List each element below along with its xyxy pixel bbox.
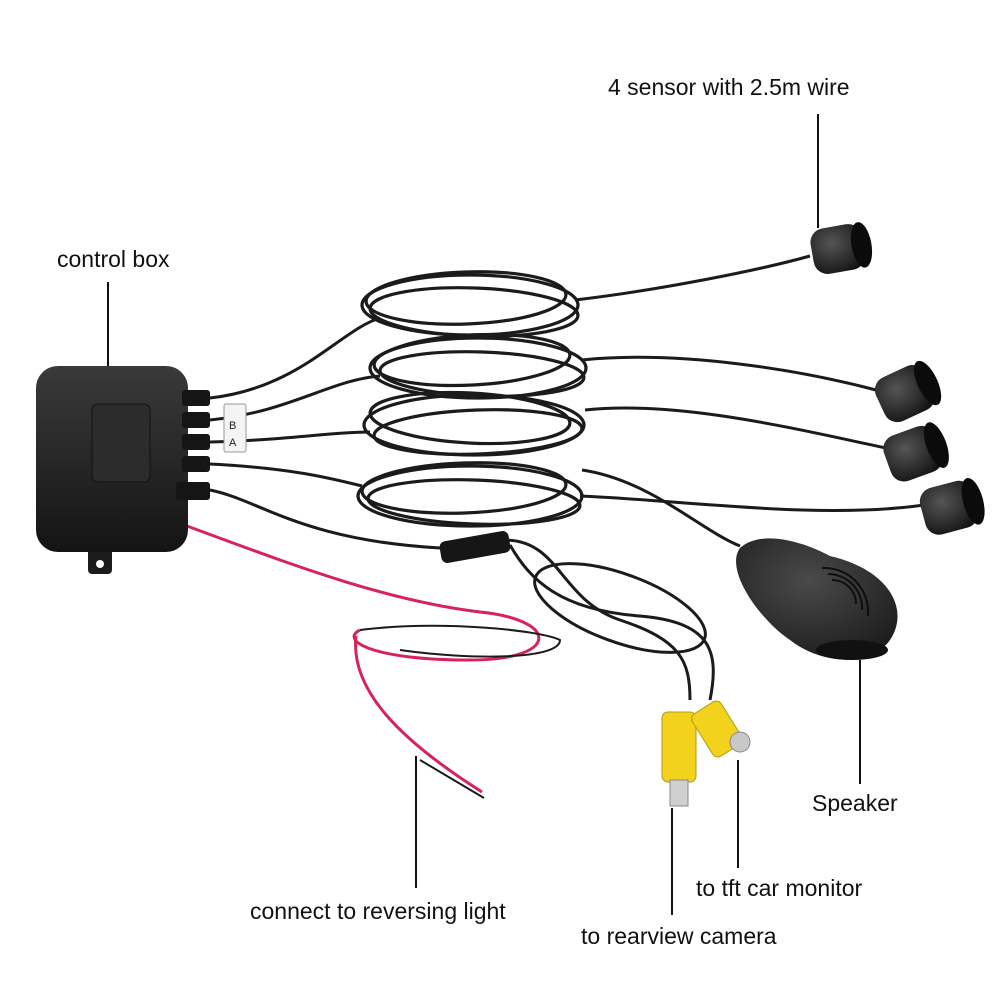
cable-coil (366, 478, 582, 526)
sensor-cable (581, 355, 877, 392)
cable-coil (368, 390, 572, 446)
port-connector (176, 482, 210, 500)
cable-coil (360, 461, 568, 515)
speaker-label: Speaker (812, 790, 898, 816)
port-connector (182, 390, 210, 406)
rca-plug-camera-tip (669, 779, 689, 807)
power-wire-black-tail (419, 759, 485, 799)
power-wire-red (175, 520, 541, 662)
cable-coil (356, 464, 584, 528)
camera-cable (209, 488, 441, 550)
tft-monitor-label: to tft car monitor (696, 875, 863, 901)
sensor-2 (874, 360, 942, 423)
rearview-camera-label: to rearview camera (581, 923, 777, 949)
speaker-body (736, 538, 898, 660)
speaker (736, 538, 898, 660)
camera-connector (439, 531, 511, 563)
speaker-grille (821, 566, 870, 617)
video-cable (508, 544, 715, 701)
rca-plug-monitor-socket (729, 731, 751, 753)
sensor-label: 4 sensor with 2.5m wire (608, 74, 850, 100)
power-wire (175, 520, 562, 799)
cable-coil (372, 332, 572, 388)
sensor-cable (209, 316, 381, 400)
port-connector (182, 434, 210, 450)
control-box: A B (36, 366, 247, 574)
box-cables (209, 254, 925, 701)
rca-plugs (661, 700, 751, 807)
control-box-mount-hole (96, 560, 104, 568)
port-connector (182, 456, 210, 472)
port-tag (223, 403, 247, 453)
sensor-3 (883, 422, 949, 482)
sensor-cable (584, 406, 887, 450)
speaker-base (816, 640, 888, 660)
power-wire-black (359, 624, 562, 658)
reversing-light-label: connect to reversing light (250, 898, 506, 924)
sensor-cable-coils (356, 270, 588, 528)
sensor-cable (579, 494, 925, 513)
camera-connector-body (439, 531, 511, 563)
rca-plug-camera (661, 711, 697, 783)
cable-coil (368, 336, 588, 400)
port-mark-a: A (229, 437, 237, 449)
video-cable (504, 538, 692, 701)
sensors (810, 222, 985, 535)
sensor-cable (574, 254, 811, 302)
port-mark-b: B (229, 420, 236, 432)
sensor-1 (810, 222, 873, 274)
control-box-label: control box (57, 246, 170, 272)
power-wire-red-tail (354, 635, 483, 794)
control-box-label-recess (91, 403, 151, 483)
leader-lines (107, 114, 861, 915)
speaker-cable (581, 468, 741, 548)
cable-coil (372, 408, 584, 456)
cable-coil (364, 270, 568, 326)
sensor-4 (919, 477, 985, 535)
video-cable-loop (533, 562, 707, 654)
port-connector (182, 412, 210, 428)
sensor-cable (209, 462, 363, 488)
